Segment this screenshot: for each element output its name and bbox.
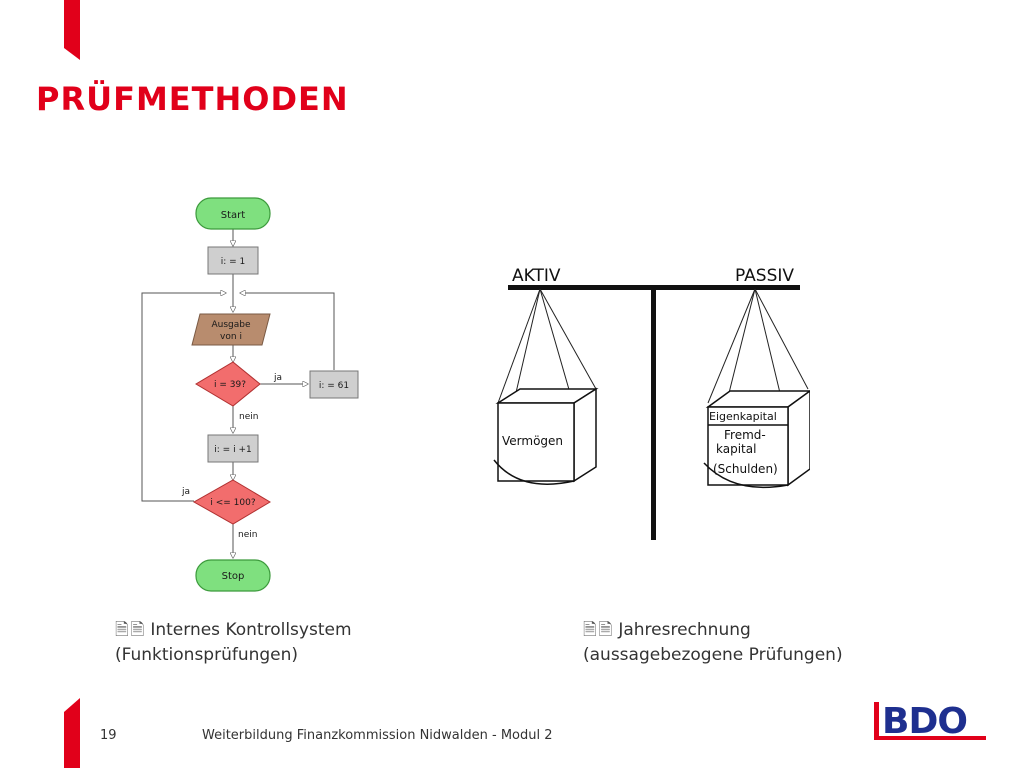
caption-right-line1: Jahresrechnung <box>618 620 751 640</box>
flow-output-line2: von i <box>220 332 242 342</box>
vermoegen-label: Vermögen <box>502 434 563 448</box>
flow-init-node: i: = 1 <box>207 246 259 275</box>
flow-decision1-node: i = 39? <box>195 361 261 407</box>
top-accent-bar <box>64 0 80 60</box>
flow-stop-label: Stop <box>222 571 245 582</box>
flow-nein1-label: nein <box>239 412 258 422</box>
caption-jahresrechnung: 🗎🗎Jahresrechnung (aussagebezogene Prüfun… <box>583 618 903 668</box>
flow-ja2-label: ja <box>181 487 190 497</box>
fremdkapital-line1: Fremd- <box>724 428 766 442</box>
flow-start-label: Start <box>221 210 246 221</box>
caption-left-line1: Internes Kontrollsystem <box>150 620 352 640</box>
document-icon: 🗎🗎 <box>583 620 615 640</box>
document-icon: 🗎🗎 <box>115 620 147 640</box>
flow-assign61-label: i: = 61 <box>319 381 349 391</box>
flow-decision2-node: i <= 100? <box>192 479 271 525</box>
flow-increment-node: i: = i +1 <box>207 434 259 463</box>
slide-title: PRÜFMETHODEN <box>36 80 349 118</box>
flow-init-label: i: = 1 <box>221 257 246 267</box>
fremdkapital-line2: kapital <box>716 442 756 456</box>
flow-assign61-node: i: = 61 <box>309 370 359 399</box>
bottom-accent-bar <box>64 698 80 768</box>
flow-output-line1: Ausgabe <box>211 320 250 330</box>
aktiv-label: AKTIV <box>512 266 561 286</box>
flow-stop-node: Stop <box>195 559 271 592</box>
bdo-logo: BDO <box>874 701 986 742</box>
flowchart-diagram: Start i: = 1 Ausgabe von i i = 39? ja ne… <box>141 197 359 592</box>
footer-text: Weiterbildung Finanzkommission Nidwalden… <box>202 728 553 743</box>
caption-internes-kontrollsystem: 🗎🗎Internes Kontrollsystem (Funktionsprüf… <box>115 618 435 668</box>
passiv-box <box>703 390 810 489</box>
vermoegen-box <box>493 387 599 485</box>
eigenkapital-label: Eigenkapital <box>709 410 777 423</box>
flow-ja1-label: ja <box>273 373 282 383</box>
flow-increment-label: i: = i +1 <box>214 445 251 455</box>
flow-output-node: Ausgabe von i <box>191 313 271 346</box>
flow-decision1-label: i = 39? <box>214 380 246 390</box>
caption-right-line2: (aussagebezogene Prüfungen) <box>583 645 843 665</box>
flow-decision2-label: i <= 100? <box>210 498 255 508</box>
flow-start-node: Start <box>195 197 271 230</box>
schulden-label: (Schulden) <box>713 462 778 476</box>
balance-scale-diagram: AKTIV PASSIV Vermögen Eigenkapital Fremd… <box>493 266 810 540</box>
page-number: 19 <box>100 728 117 743</box>
flow-nein2-label: nein <box>238 530 257 540</box>
passiv-label: PASSIV <box>735 266 794 286</box>
caption-left-line2: (Funktionsprüfungen) <box>115 645 299 665</box>
bdo-logo-text: BDO <box>882 701 967 742</box>
